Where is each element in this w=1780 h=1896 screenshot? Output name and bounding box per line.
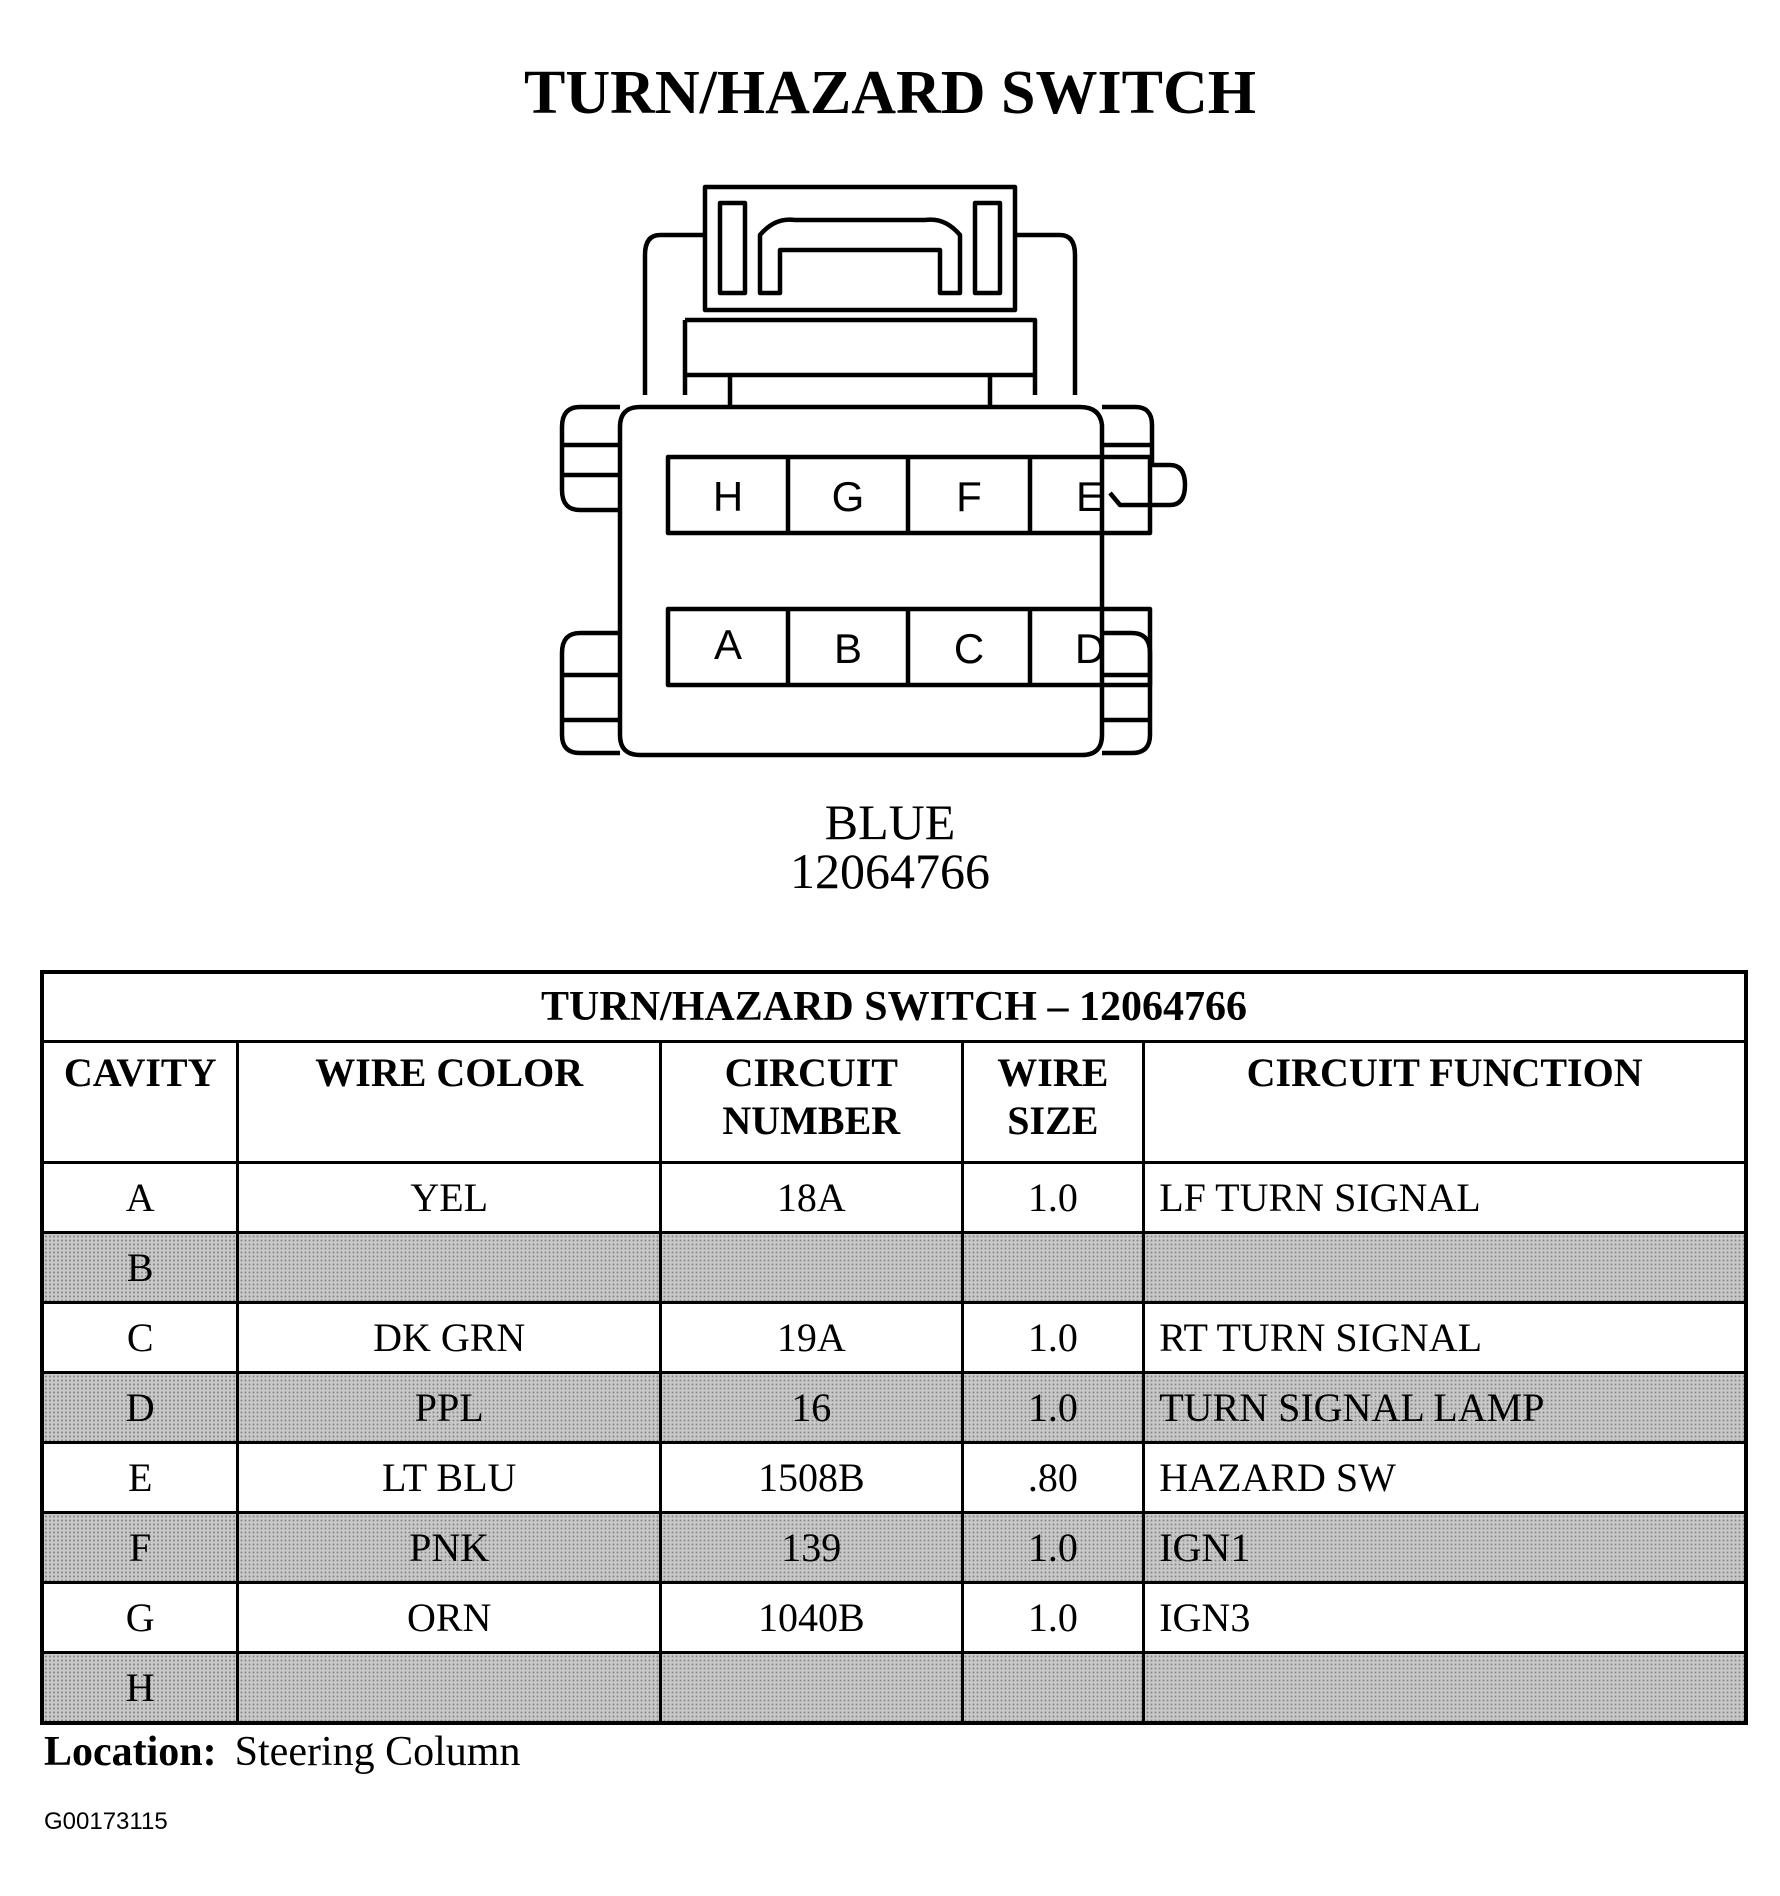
connector-ear-left-top <box>559 404 620 513</box>
connector-latch-inner <box>717 200 1003 296</box>
cell-wire-color: PPL <box>236 1371 663 1444</box>
cell-wire-size: 1.0 <box>960 1581 1146 1654</box>
figure-id: G00173115 <box>44 1808 168 1835</box>
cell-circuit-number: 139 <box>659 1511 964 1584</box>
connector-collar <box>682 317 1038 395</box>
cell-wire-size: 1.0 <box>960 1161 1146 1234</box>
connector-body <box>617 404 1105 758</box>
pin-label-a: A <box>714 621 742 668</box>
header-wire-color: WIRE COLOR <box>236 1040 663 1164</box>
cell-wire-size <box>960 1651 1146 1725</box>
cell-circuit-number: 1040B <box>659 1581 964 1654</box>
cell-circuit-number: 16 <box>659 1371 964 1444</box>
cell-circuit-number: 19A <box>659 1301 964 1374</box>
cell-circuit-function: IGN3 <box>1142 1581 1748 1654</box>
cell-cavity: A <box>40 1161 240 1234</box>
table-caption: TURN/HAZARD SWITCH – 12064766 <box>40 970 1748 1043</box>
table-row: H <box>40 1651 1748 1725</box>
connector-face-diagram: H G F E A B C D <box>559 184 1188 758</box>
cell-circuit-number <box>659 1651 964 1725</box>
cell-wire-color: DK GRN <box>236 1301 663 1374</box>
pin-label-f: F <box>956 473 982 520</box>
location-note: Location: Steering Column <box>44 1728 520 1776</box>
cell-circuit-function: HAZARD SW <box>1142 1441 1748 1514</box>
cell-cavity: D <box>40 1371 240 1444</box>
connector-ear-right-bottom <box>1102 630 1153 756</box>
location-label: Location: <box>44 1729 217 1775</box>
connector-latch <box>702 184 1018 313</box>
cell-circuit-number: 18A <box>659 1161 964 1234</box>
cell-wire-color <box>236 1231 663 1304</box>
cell-wire-color: LT BLU <box>236 1441 663 1514</box>
location-value: Steering Column <box>234 1729 521 1775</box>
cell-wire-size: 1.0 <box>960 1511 1146 1584</box>
cell-wire-size: 1.0 <box>960 1301 1146 1374</box>
diagram-title: TURN/HAZARD SWITCH <box>523 59 1257 127</box>
cell-cavity: G <box>40 1581 240 1654</box>
cell-circuit-function: RT TURN SIGNAL <box>1142 1301 1748 1374</box>
cell-circuit-function <box>1142 1651 1748 1725</box>
connector-ear-left-bottom <box>559 630 620 756</box>
cell-circuit-function: LF TURN SIGNAL <box>1142 1161 1748 1234</box>
cell-wire-size: .80 <box>960 1441 1146 1514</box>
cell-wire-size: 1.0 <box>960 1371 1146 1444</box>
pin-label-h: H <box>713 473 743 520</box>
connector-part-number: 12064766 <box>790 843 990 899</box>
pin-label-b: B <box>834 625 862 672</box>
connector-ribs <box>727 375 993 405</box>
connector-housing-top <box>642 232 1078 395</box>
cell-cavity: F <box>40 1511 240 1584</box>
pin-label-g: G <box>832 473 865 520</box>
connector-latch-bridge <box>757 217 963 296</box>
header-cavity: CAVITY <box>40 1040 240 1164</box>
cell-wire-size <box>960 1231 1146 1304</box>
connector-color: BLUE <box>824 794 956 850</box>
cell-circuit-function <box>1142 1231 1748 1304</box>
cell-wire-color <box>236 1651 663 1725</box>
table-row: B <box>40 1231 1748 1304</box>
cell-cavity: C <box>40 1301 240 1374</box>
cell-wire-color: YEL <box>236 1161 663 1234</box>
pinout-table: TURN/HAZARD SWITCH – 12064766 CAVITY WIR… <box>40 970 1748 1725</box>
pin-label-e: E <box>1076 473 1104 520</box>
cell-wire-color: PNK <box>236 1511 663 1584</box>
header-circuit-function: CIRCUIT FUNCTION <box>1142 1040 1748 1164</box>
cell-circuit-function: IGN1 <box>1142 1511 1748 1584</box>
cell-cavity: B <box>40 1231 240 1304</box>
pin-label-c: C <box>954 625 984 672</box>
pin-label-d: D <box>1075 625 1105 672</box>
cell-wire-color: ORN <box>236 1581 663 1654</box>
cell-cavity: H <box>40 1651 240 1725</box>
cell-cavity: E <box>40 1441 240 1514</box>
connector-ear-right-top <box>1102 404 1188 508</box>
cell-circuit-number <box>659 1231 964 1304</box>
cell-circuit-number: 1508B <box>659 1441 964 1514</box>
cell-circuit-function: TURN SIGNAL LAMP <box>1142 1371 1748 1444</box>
